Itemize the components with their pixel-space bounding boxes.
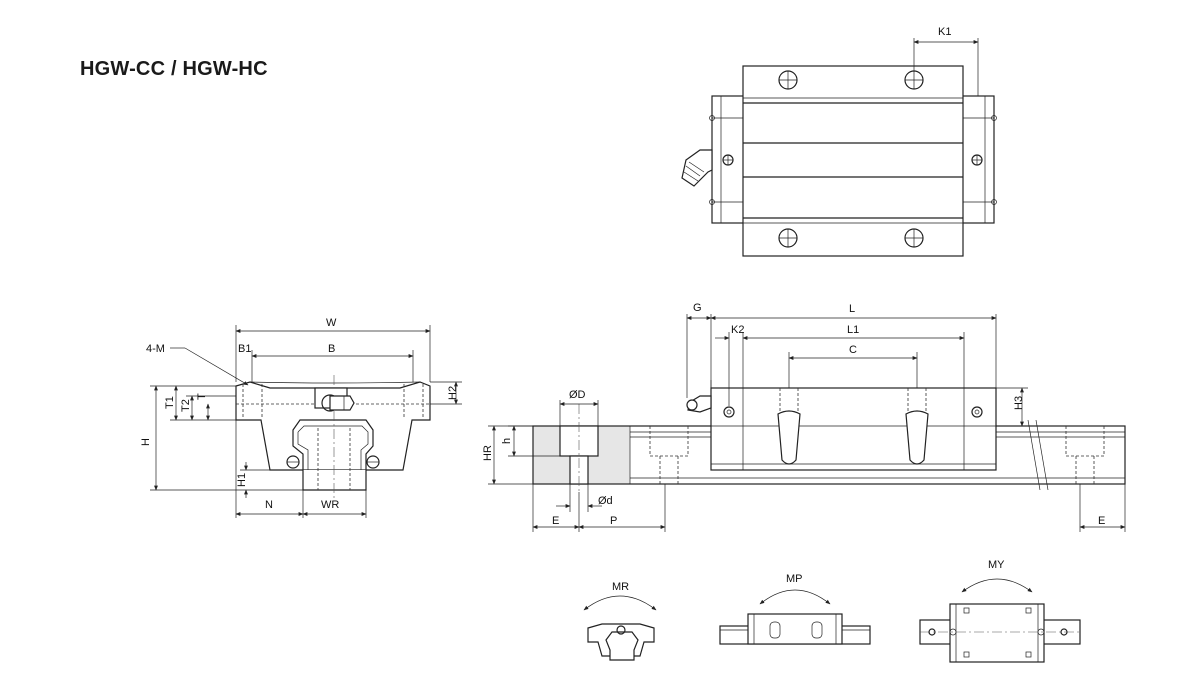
dim-l1-label: L1 [847,324,859,336]
dim-h3-label: H3 [1013,396,1025,410]
moment-mr-label: MR [612,581,629,593]
dim-l-label: L [849,303,855,315]
dim-od-small-label: Ød [598,495,613,507]
moment-my-label: MY [988,559,1005,571]
dim-od-big-label: ØD [569,389,586,401]
dim-b1-label: B1 [238,343,251,355]
dim-wr-label: WR [321,499,339,511]
dim-h2-label: H2 [447,386,459,400]
moment-my-icon: MY [919,559,1081,663]
dim-k1-label: K1 [938,26,951,38]
dim-e-label: E [552,515,559,527]
front-view: W B B1 4-M H T1 T2 T H2 H1 [140,317,462,518]
moment-mp-icon: MP [719,573,871,645]
dim-hr-label: HR [482,445,494,461]
dim-t1-label: T1 [164,396,176,409]
dim-t-label: T [196,393,208,400]
dim-h-label: H [140,438,152,446]
grease-nipple-icon [681,149,713,187]
dim-4m-label: 4-M [146,343,165,355]
dim-t2-label: T2 [180,399,192,412]
rail-hole-dashed [649,426,1105,484]
dim-h-small-label: h [501,438,513,444]
side-view: G L K2 L1 C H3 ØD Ød [482,302,1126,532]
dim-b-label: B [328,343,335,355]
dim-p-label: P [610,515,617,527]
top-view: K1 [681,26,997,257]
dim-e-right-label: E [1098,515,1105,527]
dim-c-label: C [849,344,857,356]
moment-mr-icon: MR [583,581,657,661]
dim-g-label: G [693,302,702,314]
dim-w-label: W [326,317,337,329]
bolt-hole-icon [778,70,924,248]
dim-k2-label: K2 [731,324,744,336]
dim-h1-label: H1 [236,473,248,487]
moment-mp-label: MP [786,573,803,585]
page-title: HGW-CC / HGW-HC [80,58,268,80]
dim-n-label: N [265,499,273,511]
